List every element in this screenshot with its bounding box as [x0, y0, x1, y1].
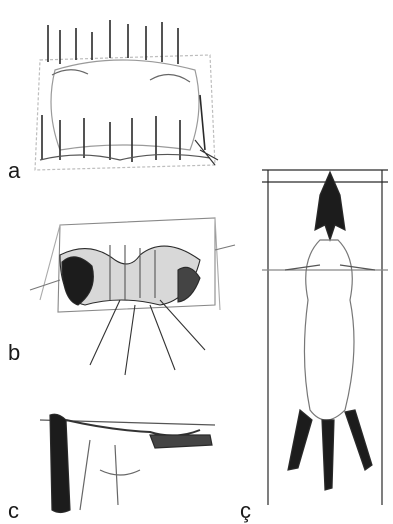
- panel-c-drawing: [40, 414, 215, 512]
- panel-b-drawing: [30, 218, 235, 375]
- panel-cc-drawing: [262, 170, 388, 505]
- panel-a-drawing: [35, 20, 218, 170]
